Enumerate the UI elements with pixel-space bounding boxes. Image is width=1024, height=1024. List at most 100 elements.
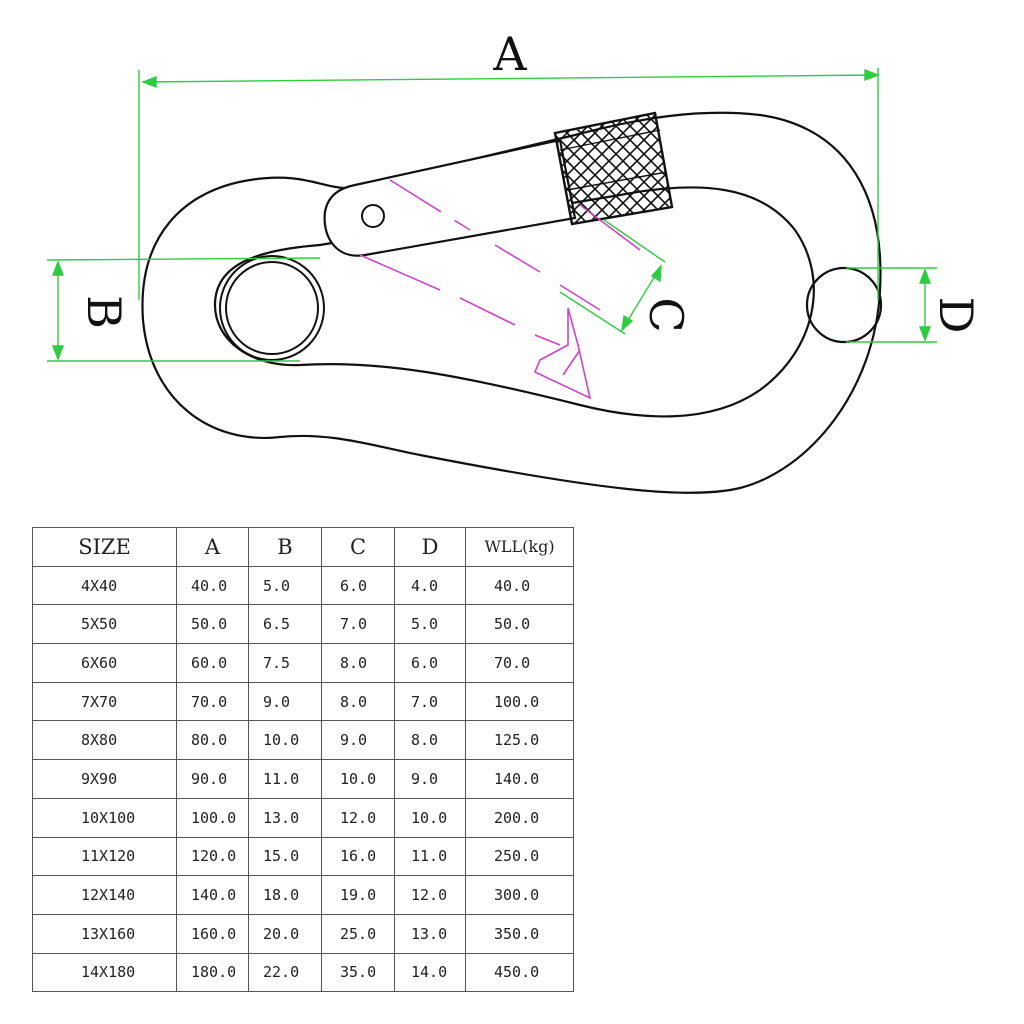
cell-b: 15.0 [248,836,322,877]
cell-b: 10.0 [248,720,322,761]
cell-c: 16.0 [321,836,395,877]
header-size: SIZE [32,527,177,567]
cell-c: 6.0 [321,565,395,606]
cell-size: 14X180 [32,952,177,993]
cell-wll: 125.0 [465,720,574,761]
cell-b: 18.0 [248,875,322,915]
dimension-label-c: C [639,297,693,332]
cell-b: 11.0 [248,759,322,799]
knurled-lock-sleeve [553,111,674,226]
cell-d: 8.0 [394,720,466,761]
cell-wll: 70.0 [465,643,574,683]
gate-arm [323,138,577,257]
header-wll: WLL(kg) [465,527,574,567]
cell-d: 9.0 [394,759,466,799]
nose-circle [805,266,883,344]
cell-d: 6.0 [394,643,466,683]
cell-a: 120.0 [176,836,249,877]
cell-size: 10X100 [32,797,177,838]
cell-c: 7.0 [321,604,395,645]
cell-c: 25.0 [321,913,395,954]
carabiner-diagram: A B C D [46,27,983,494]
header-a: A [176,527,249,567]
cell-d: 7.0 [394,681,466,722]
cell-size: 8X80 [32,720,177,761]
cell-c: 10.0 [321,759,395,799]
cell-d: 5.0 [394,604,466,645]
header-b: B [248,527,322,567]
cell-wll: 250.0 [465,836,574,877]
cell-b: 9.0 [248,681,322,722]
cell-c: 9.0 [321,720,395,761]
cell-b: 13.0 [248,797,322,838]
cell-c: 8.0 [321,681,395,722]
cell-size: 4X40 [32,565,177,606]
cell-wll: 350.0 [465,913,574,954]
cell-wll: 40.0 [465,565,574,606]
cell-wll: 140.0 [465,759,574,799]
cell-a: 140.0 [176,875,249,915]
cell-d: 13.0 [394,913,466,954]
cell-c: 35.0 [321,952,395,993]
cell-size: 9X90 [32,759,177,799]
cell-b: 6.5 [248,604,322,645]
cell-wll: 200.0 [465,797,574,838]
dimension-lines [46,68,937,362]
dimension-label-d: D [929,297,983,334]
header-c: C [321,527,395,567]
table-header-row: SIZE A B C D WLL(kg) [32,527,574,567]
cell-a: 100.0 [176,797,249,838]
cell-b: 7.5 [248,643,322,683]
hidden-lines [359,179,641,400]
cell-size: 5X50 [32,604,177,645]
cell-wll: 50.0 [465,604,574,645]
cell-size: 11X120 [32,836,177,877]
cell-size: 6X60 [32,643,177,683]
cell-d: 4.0 [394,565,466,606]
cell-wll: 100.0 [465,681,574,722]
carabiner-inner-outline [213,186,815,418]
dimension-label-a: A [492,27,527,81]
cell-size: 7X70 [32,681,177,722]
cell-b: 20.0 [248,913,322,954]
cell-size: 13X160 [32,913,177,954]
cell-a: 90.0 [176,759,249,799]
cell-wll: 450.0 [465,952,574,993]
cell-a: 70.0 [176,681,249,722]
eye-hole-outer [219,255,325,361]
cell-c: 8.0 [321,643,395,683]
eye-hole-inner [225,261,319,355]
cell-b: 22.0 [248,952,322,993]
cell-d: 10.0 [394,797,466,838]
header-d: D [394,527,466,567]
cell-a: 160.0 [176,913,249,954]
cell-a: 80.0 [176,720,249,761]
cell-c: 12.0 [321,797,395,838]
cell-d: 12.0 [394,875,466,915]
gate-pivot-pin [361,204,385,228]
cell-d: 14.0 [394,952,466,993]
carabiner-outer-outline [141,111,882,494]
dimension-label-b: B [77,295,131,329]
cell-a: 50.0 [176,604,249,645]
cell-c: 19.0 [321,875,395,915]
cell-a: 40.0 [176,565,249,606]
cell-a: 180.0 [176,952,249,993]
cell-b: 5.0 [248,565,322,606]
cell-size: 12X140 [32,875,177,915]
cell-a: 60.0 [176,643,249,683]
cell-wll: 300.0 [465,875,574,915]
